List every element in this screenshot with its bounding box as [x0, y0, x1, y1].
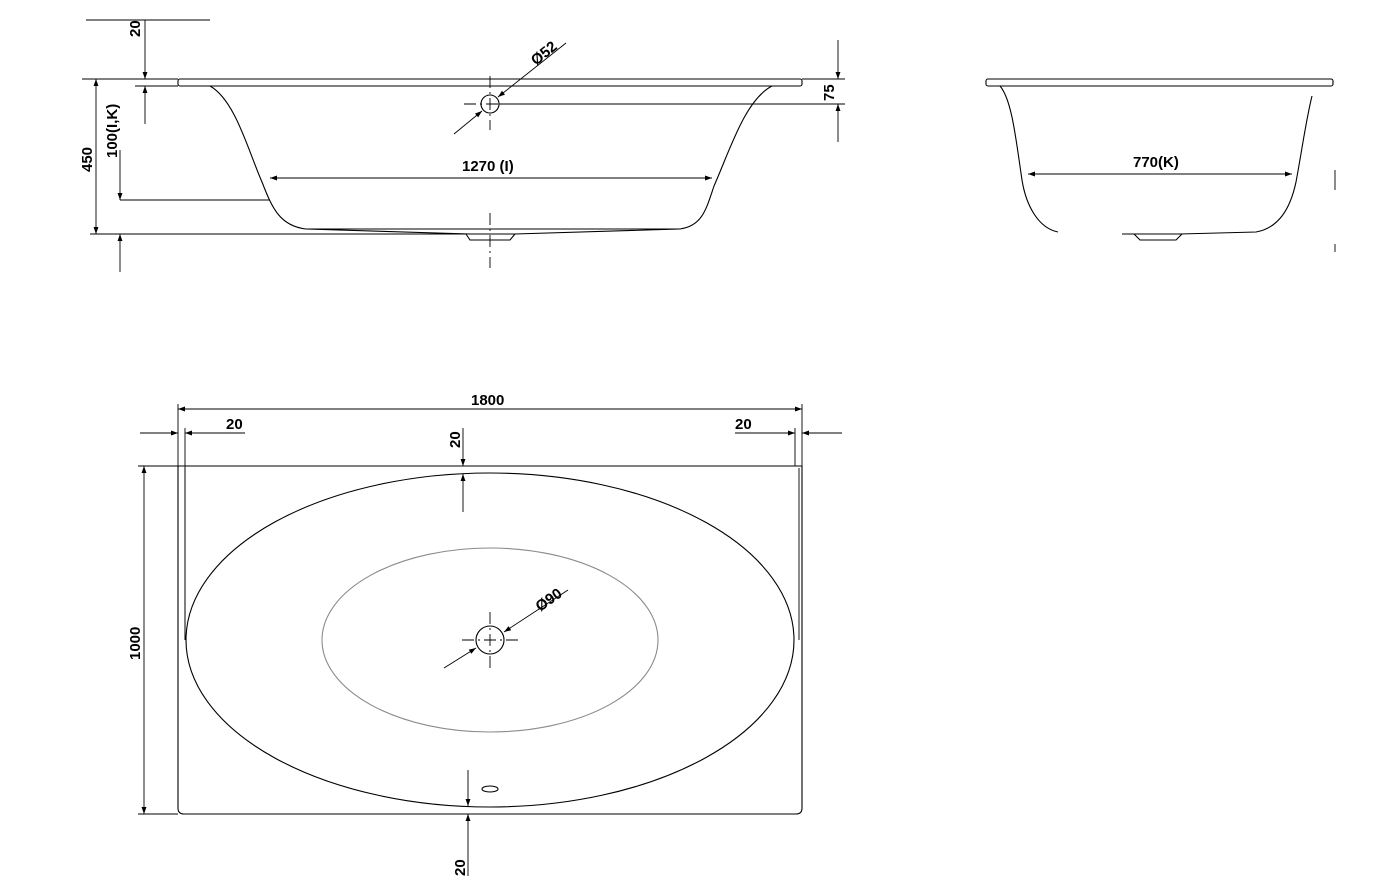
top-rim-top-label: 20 — [447, 431, 464, 448]
top-view: 1800 20 20 20 20 1000 Ø90 — [127, 392, 842, 876]
side-inner-length-label: 1270 (I) — [462, 158, 514, 175]
side-offset-label: 100(I,K) — [104, 104, 121, 158]
top-rim-right-label: 20 — [735, 416, 752, 433]
side-outlet-drop-label: 75 — [821, 84, 838, 101]
top-inner-floor — [321, 547, 659, 733]
end-profile-left — [999, 85, 1059, 233]
top-outer-rim — [177, 465, 803, 815]
side-profile — [209, 85, 773, 230]
top-length-label: 1800 — [471, 392, 504, 409]
end-profile-right — [1179, 95, 1313, 235]
top-rim-left-label: 20 — [226, 416, 243, 433]
end-view: 770(K) — [985, 78, 1336, 252]
end-inner-width-label: 770(K) — [1133, 154, 1179, 171]
top-drain-circle — [475, 625, 505, 655]
side-view: 20 450 100(I,K) Ø52 75 1270 (I) — [79, 19, 845, 272]
side-rim-label: 20 — [127, 20, 144, 37]
top-width-label: 1000 — [127, 627, 144, 660]
side-outlet-label: Ø52 — [528, 38, 561, 69]
top-drain-label: Ø90 — [533, 585, 566, 615]
side-outlet-foot — [465, 233, 516, 241]
top-outer-bowl — [185, 472, 795, 808]
end-rim — [985, 78, 1334, 87]
top-overflow-slot — [481, 785, 499, 793]
side-height-label: 450 — [79, 147, 96, 172]
top-rim-bottom-label: 20 — [452, 859, 469, 876]
end-outlet-foot — [1122, 233, 1183, 241]
side-bottom — [305, 228, 681, 235]
